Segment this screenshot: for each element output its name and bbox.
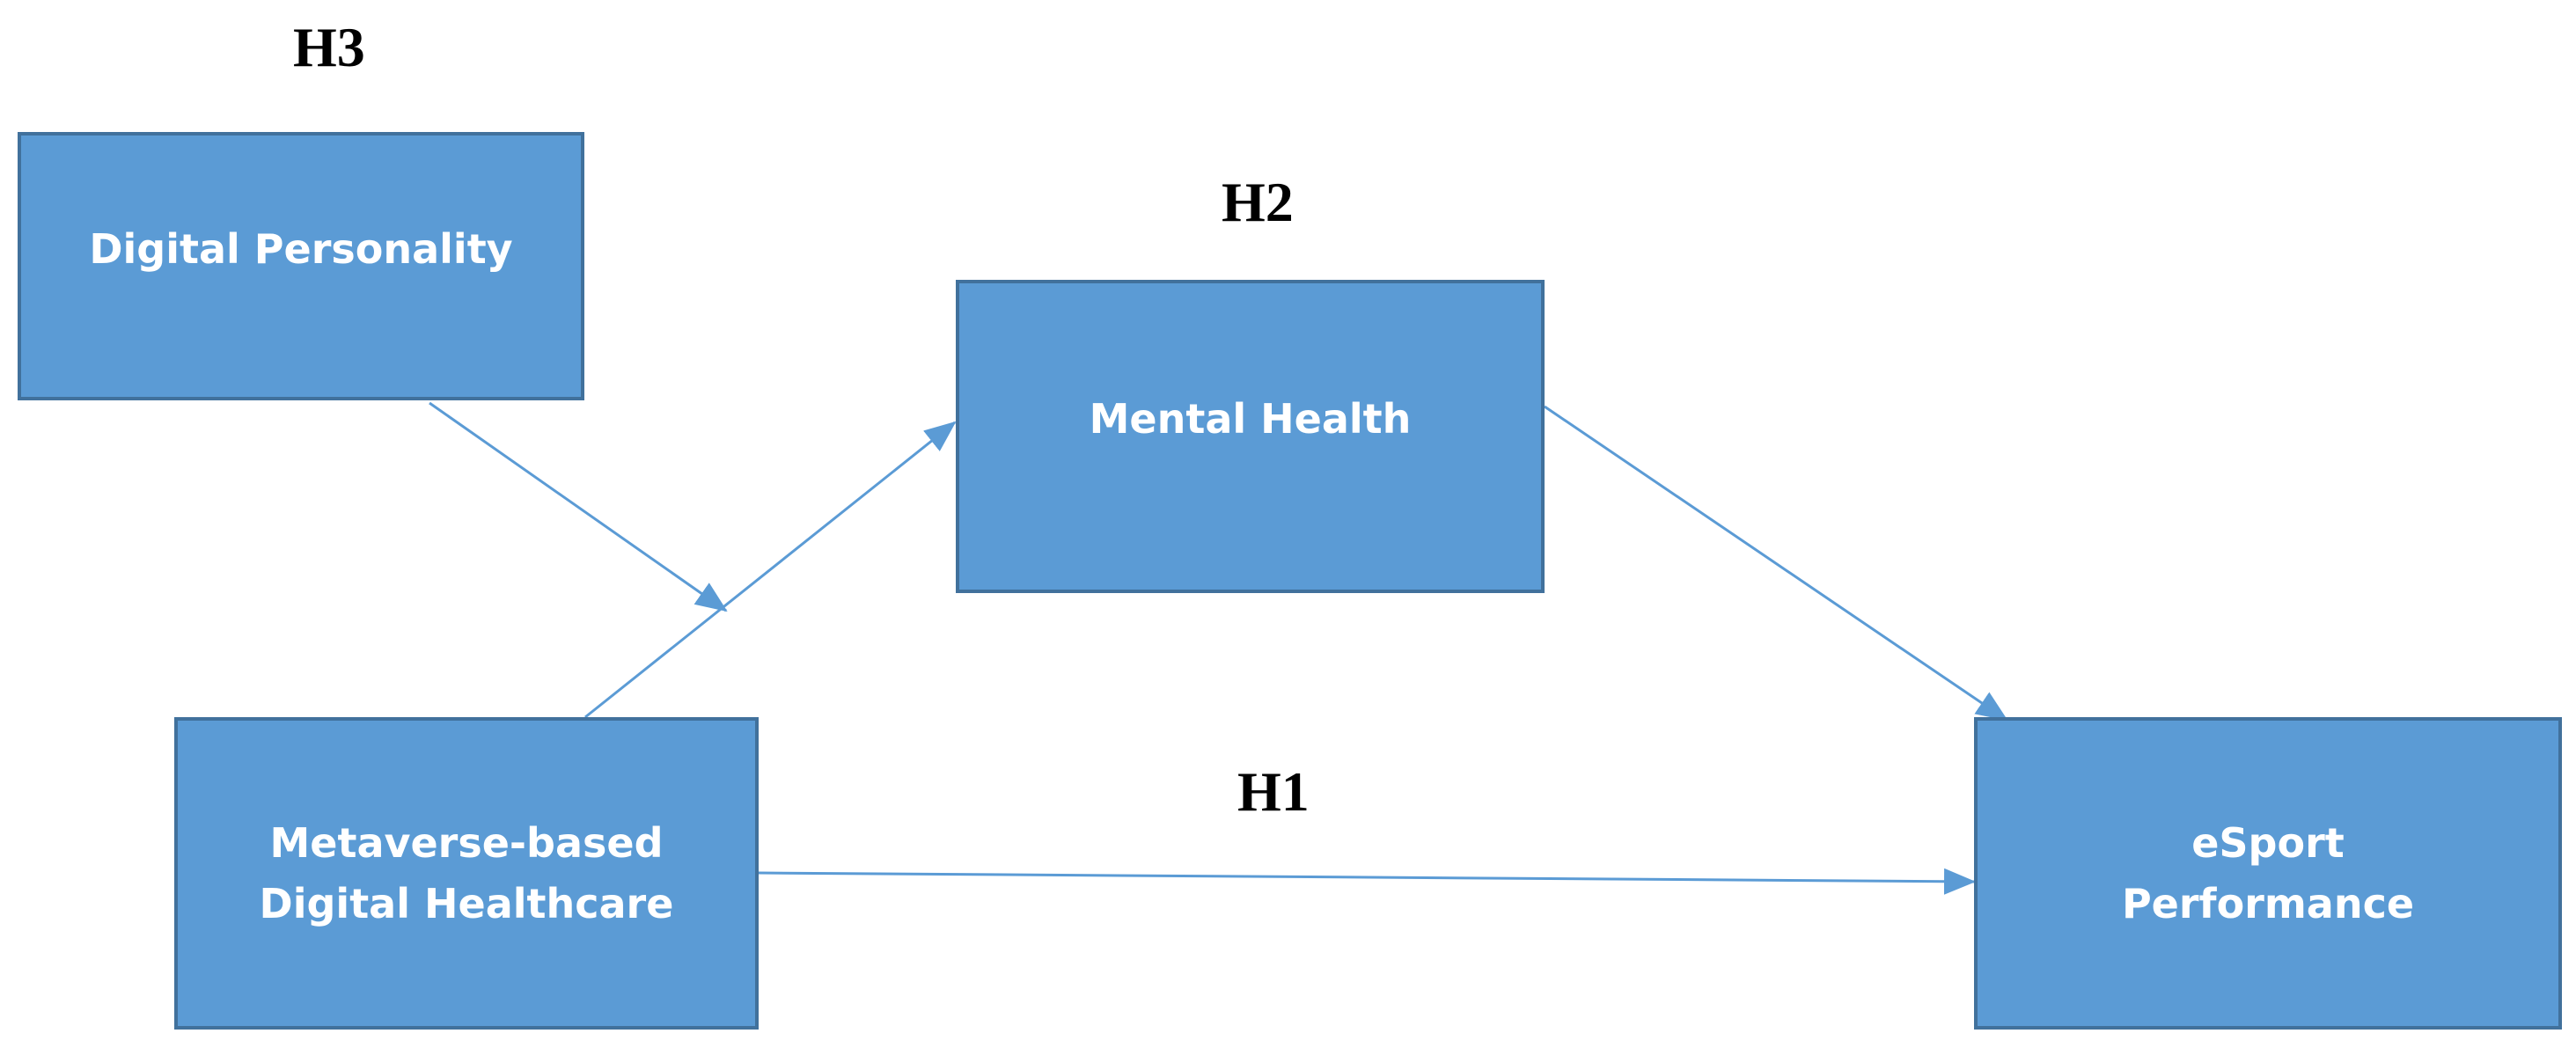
hypothesis-label-h3: H3 [293,16,365,78]
node-mental-health: Mental Health [956,280,1545,593]
node-metaverse-healthcare: Metaverse-based Digital Healthcare [174,717,759,1030]
arrow-metaverse-to-mental-health [584,421,957,719]
node-label-line1: Metaverse-based [269,818,664,867]
hypothesis-label-h1: H1 [1237,760,1310,823]
node-esport-performance: eSport Performance [1974,717,2562,1030]
arrow-mental-health-to-esport [1544,405,2008,722]
arrow-digital-personality-moderation [429,401,728,612]
node-label: Mental Health [1089,395,1412,443]
node-label-line2: Digital Healthcare [259,879,674,927]
node-label-line1: eSport [2191,818,2345,867]
hypothesis-label-h2: H2 [1222,171,1294,233]
node-label: Digital Personality [89,225,513,273]
node-digital-personality: Digital Personality [18,132,584,400]
node-label-line2: Performance [2121,879,2415,927]
arrow-metaverse-to-esport [758,868,1976,895]
